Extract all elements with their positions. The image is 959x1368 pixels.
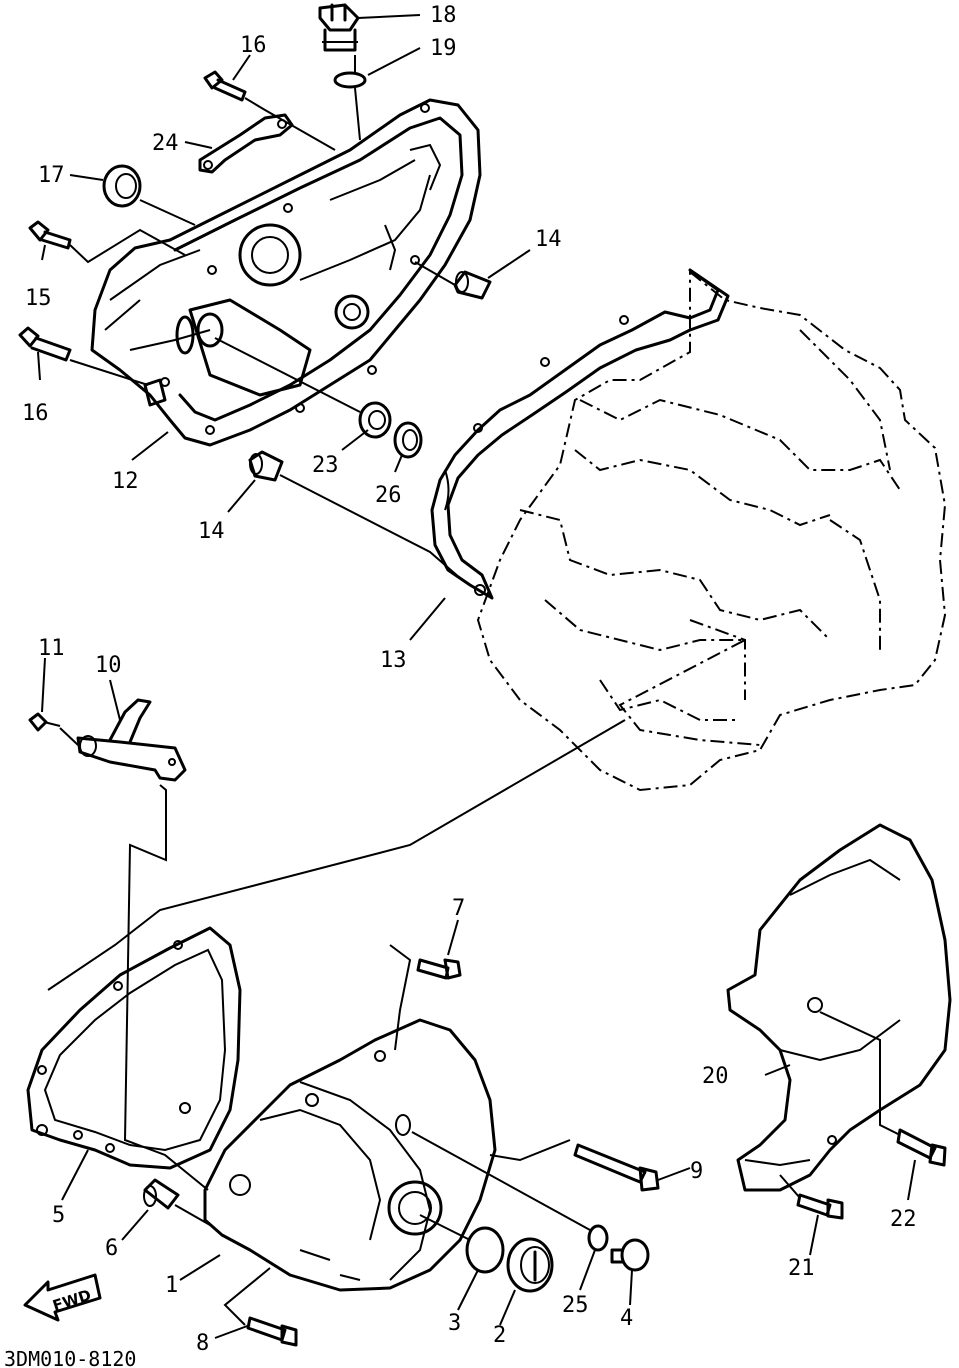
callout-25: 25 bbox=[562, 1293, 589, 1318]
forward-arrow-icon: FWD bbox=[23, 1273, 102, 1322]
oil-filler-plug-18 bbox=[318, 3, 360, 52]
callout-6: 6 bbox=[105, 1236, 118, 1261]
callout-3: 3 bbox=[448, 1311, 461, 1336]
callout-16-top: 16 bbox=[240, 33, 267, 58]
oil-seal-26 bbox=[393, 421, 423, 459]
screw-11 bbox=[28, 712, 61, 732]
callout-15: 15 bbox=[25, 286, 52, 311]
generator-cover-gasket-5 bbox=[26, 926, 242, 1170]
callout-leaders bbox=[37, 14, 916, 1339]
o-ring-25 bbox=[587, 1224, 609, 1252]
callout-23: 23 bbox=[312, 453, 339, 478]
callout-1: 1 bbox=[165, 1273, 178, 1298]
callout-labels: 18 19 16 24 17 15 14 16 12 23 26 14 13 1… bbox=[22, 3, 917, 1356]
callout-18: 18 bbox=[430, 3, 457, 28]
callout-11: 11 bbox=[38, 636, 65, 661]
oil-seal-23 bbox=[358, 401, 392, 439]
callout-2: 2 bbox=[493, 1323, 506, 1348]
crankcase-cover-gasket-13 bbox=[430, 268, 730, 600]
callout-21: 21 bbox=[788, 1256, 815, 1281]
callout-5: 5 bbox=[52, 1203, 65, 1228]
callout-20: 20 bbox=[702, 1064, 729, 1089]
bolt-22 bbox=[896, 1128, 947, 1167]
bracket-24 bbox=[198, 113, 294, 174]
bolt-15 bbox=[28, 220, 72, 250]
sprocket-cover-20 bbox=[726, 823, 952, 1192]
plug-2 bbox=[506, 1237, 554, 1293]
bolt-8 bbox=[246, 1316, 298, 1347]
engine-crankcase-outline bbox=[476, 269, 947, 792]
callout-14-lower: 14 bbox=[198, 519, 225, 544]
callout-8: 8 bbox=[196, 1331, 209, 1356]
bolt-16-left bbox=[18, 326, 72, 362]
callout-14-upper: 14 bbox=[535, 227, 562, 252]
callout-13: 13 bbox=[380, 648, 407, 673]
assembly-lines bbox=[47, 55, 901, 1326]
dowel-pin-14-upper bbox=[453, 270, 492, 300]
callout-26: 26 bbox=[375, 483, 402, 508]
bolt-16-top bbox=[203, 70, 247, 102]
oil-level-gauge-17 bbox=[102, 164, 142, 208]
plug-4 bbox=[610, 1238, 650, 1272]
callout-19: 19 bbox=[430, 36, 457, 61]
dowel-pin-6 bbox=[143, 1178, 180, 1210]
callout-17: 17 bbox=[38, 163, 65, 188]
bolt-9 bbox=[573, 1143, 660, 1192]
callout-16-left: 16 bbox=[22, 401, 49, 426]
bolt-21 bbox=[796, 1193, 844, 1220]
callout-24: 24 bbox=[152, 131, 179, 156]
o-ring-19 bbox=[333, 71, 367, 89]
drawing-code: 3DM010-8120 bbox=[4, 1347, 136, 1368]
plate-10 bbox=[76, 698, 187, 782]
callout-9: 9 bbox=[690, 1159, 703, 1184]
bolt-7 bbox=[416, 958, 462, 980]
crankcase-cover-1 bbox=[203, 1018, 497, 1292]
o-ring-3 bbox=[465, 1226, 505, 1274]
right-crankcase-cover-12 bbox=[90, 98, 482, 447]
dowel-pin-14-lower bbox=[248, 450, 284, 482]
callout-4: 4 bbox=[620, 1306, 633, 1331]
fwd-label: FWD bbox=[50, 1286, 93, 1315]
callout-22: 22 bbox=[890, 1207, 917, 1232]
callout-7: 7 bbox=[452, 896, 465, 921]
callout-12: 12 bbox=[112, 469, 139, 494]
callout-10: 10 bbox=[95, 653, 122, 678]
